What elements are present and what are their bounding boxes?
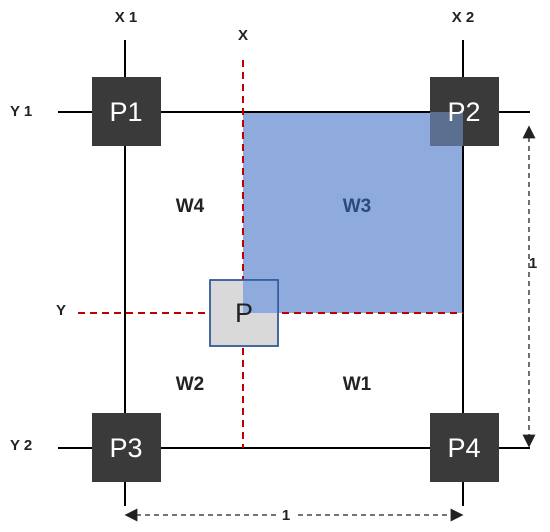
w2-label: W2 [176, 374, 205, 395]
x1-label: X 1 [115, 9, 138, 26]
p2-box: P2 [430, 77, 499, 146]
x-label: X [238, 27, 248, 44]
p-label: P [235, 298, 253, 328]
w1-label: W1 [343, 374, 372, 395]
p1-label: P1 [109, 97, 142, 127]
p4-label: P4 [447, 433, 480, 463]
p4-box: P4 [430, 413, 499, 482]
p1-box: P1 [92, 77, 161, 146]
p3-box: P3 [92, 413, 161, 482]
vertical-dimension-label: 1 [529, 255, 537, 272]
w3-region [243, 112, 463, 313]
p2-label: P2 [447, 97, 480, 127]
y2-label: Y 2 [10, 437, 32, 454]
p3-label: P3 [109, 433, 142, 463]
y-label: Y [56, 302, 66, 319]
p-box: P [209, 279, 279, 347]
y1-label: Y 1 [10, 103, 32, 120]
x2-label: X 2 [452, 9, 475, 26]
horizontal-dimension-label-bg [276, 505, 296, 525]
w4-label: W4 [176, 196, 205, 217]
horizontal-dimension-label: 1 [282, 507, 290, 524]
w3-label: W3 [343, 196, 372, 217]
